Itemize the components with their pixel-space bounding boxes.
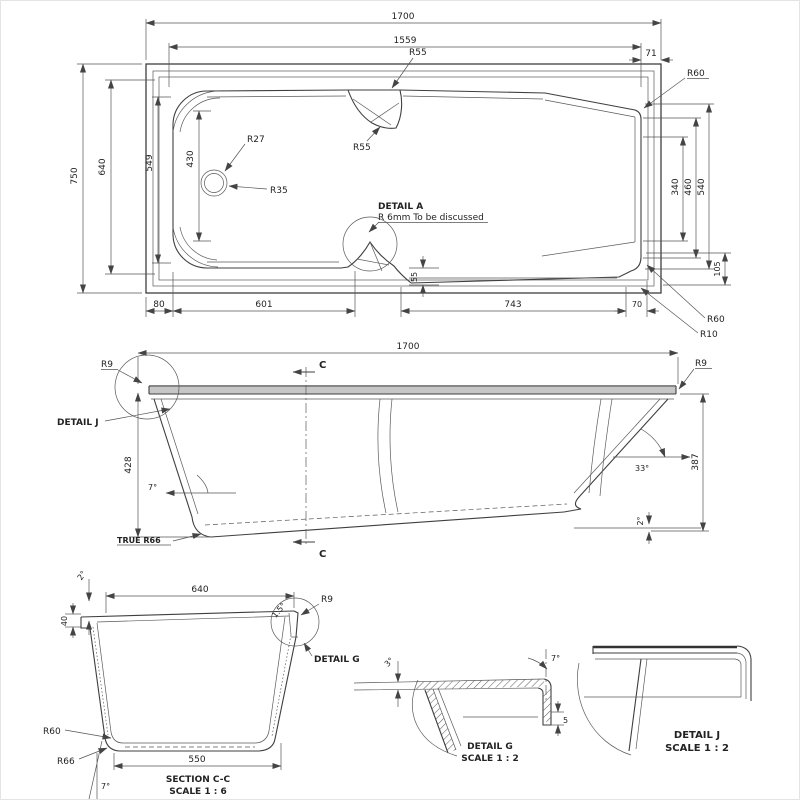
- corner-pad-top-left: [172, 90, 221, 133]
- mid-seat-top: [347, 89, 403, 129]
- mid-seat-bottom: [340, 240, 412, 284]
- label-r9-right: R9: [695, 359, 707, 369]
- section-marker-c-top: C: [319, 360, 326, 371]
- side-dim-428: 428: [124, 456, 134, 473]
- cc-dim-550: 550: [188, 755, 205, 765]
- detail-j-view: DETAIL J SCALE 1 : 2: [577, 645, 752, 756]
- top-dim-640: 640: [98, 158, 108, 175]
- top-dim-340: 340: [671, 178, 681, 195]
- tub-interior-outline: [172, 89, 642, 284]
- backrest-seat-edges: [541, 99, 636, 257]
- rim-middle-edge: [152, 70, 655, 287]
- detail-g-circle: [270, 597, 320, 647]
- detail-j-title: DETAIL J: [674, 730, 720, 741]
- top-dim-1700: 1700: [392, 12, 415, 22]
- cc-dim-640: 640: [191, 585, 208, 595]
- corner-pad-bottom-left: [172, 226, 219, 268]
- label-r27: R27: [247, 135, 265, 145]
- cc-label-r9: R9: [321, 595, 333, 605]
- cc-dim-40: 40: [60, 616, 69, 626]
- side-dim-1700: 1700: [397, 342, 420, 352]
- detail-boundary-arc: [577, 662, 632, 756]
- top-dim-71: 71: [645, 49, 656, 59]
- top-view-dimensions: 1700 1559 71 750 640 549 430: [70, 12, 731, 317]
- dg-angle-7: 7°: [551, 654, 560, 663]
- top-dim-55: 55: [410, 272, 419, 282]
- top-dim-460: 460: [684, 178, 694, 195]
- detail-g-view: 3° 7° 5 DETAIL G SCALE 1 : 2: [353, 649, 568, 764]
- dg-angle-3: 3°: [383, 656, 396, 669]
- detail-g-scale: SCALE 1 : 2: [461, 754, 518, 764]
- label-r35: R35: [270, 186, 288, 196]
- top-dim-549: 549: [145, 154, 155, 171]
- detail-j-scale: SCALE 1 : 2: [665, 743, 729, 754]
- detail-j-circle: [114, 354, 180, 420]
- label-r55-mid: R55: [353, 143, 371, 153]
- top-dim-601: 601: [255, 300, 272, 310]
- top-view-labels: R27 R35 R55 R55 R60 R60 R10 DETAIL A R 6…: [224, 48, 725, 340]
- cc-label-r66: R66: [57, 757, 75, 767]
- rim-inner-edge: [158, 76, 649, 281]
- section-cc-title: SECTION C-C: [166, 775, 231, 785]
- top-dim-70: 70: [632, 300, 642, 309]
- section-marker-c-bottom: C: [319, 549, 326, 560]
- side-profile: [148, 385, 677, 538]
- detail-a-note: R 6mm To be discussed: [378, 213, 484, 223]
- label-r60-bottom-right: R60: [707, 315, 725, 325]
- detail-g-title: DETAIL G: [467, 742, 513, 752]
- detail-a-title: DETAIL A: [378, 202, 423, 212]
- top-dim-743: 743: [504, 300, 521, 310]
- rim-shading: [149, 387, 676, 394]
- side-angle-33: 33°: [635, 464, 649, 473]
- top-dim-105: 105: [713, 261, 722, 276]
- top-view: 1700 1559 71 750 640 549 430: [70, 12, 731, 340]
- top-dim-540: 540: [697, 178, 707, 195]
- cc-angle-rim: 1.5°: [270, 601, 288, 620]
- top-dim-430: 430: [186, 150, 196, 167]
- detail-a-circle: [342, 216, 398, 272]
- rim-lip-profile: [537, 678, 552, 726]
- wall-line: [628, 658, 642, 752]
- side-angle-2: 2°: [636, 516, 645, 525]
- rim-edge-curve: [736, 645, 752, 701]
- detail-j-callout: DETAIL J: [57, 418, 99, 428]
- drain-outer-circle: [200, 169, 228, 197]
- label-r55-top: R55: [409, 48, 427, 58]
- section-outline: [80, 610, 299, 752]
- side-dim-387: 387: [691, 453, 701, 470]
- label-r9-left: R9: [101, 360, 113, 370]
- side-view: 1700 C C R9 DETAIL J 428: [57, 342, 712, 560]
- top-dim-80: 80: [153, 300, 165, 310]
- cc-angle-2: 2°: [76, 569, 89, 582]
- backrest-profile-lines: [588, 398, 613, 497]
- detail-g-callout: DETAIL G: [314, 655, 360, 665]
- detail-boundary-arc: [411, 679, 458, 757]
- mid-seat-profile-lines: [377, 398, 399, 514]
- label-r10: R10: [700, 330, 718, 340]
- top-dim-1559: 1559: [394, 36, 417, 46]
- drain-inner-circle: [204, 173, 224, 193]
- cc-label-r60: R60: [43, 727, 61, 737]
- rim-outer-edge: [145, 63, 662, 294]
- section-cc-scale: SCALE 1 : 6: [169, 787, 226, 797]
- dg-dim-5: 5: [563, 716, 568, 725]
- wall-hatch-band: [425, 689, 456, 753]
- cc-angle-7: 7°: [101, 782, 110, 791]
- side-angle-7: 7°: [148, 483, 157, 492]
- section-cc: 640 2° 40 1.5° R9 DETAIL G R60 R66: [43, 569, 360, 800]
- top-dim-750: 750: [70, 167, 80, 184]
- label-true-r66: TRUE R66: [117, 536, 161, 545]
- label-r60-top-right: R60: [687, 69, 705, 79]
